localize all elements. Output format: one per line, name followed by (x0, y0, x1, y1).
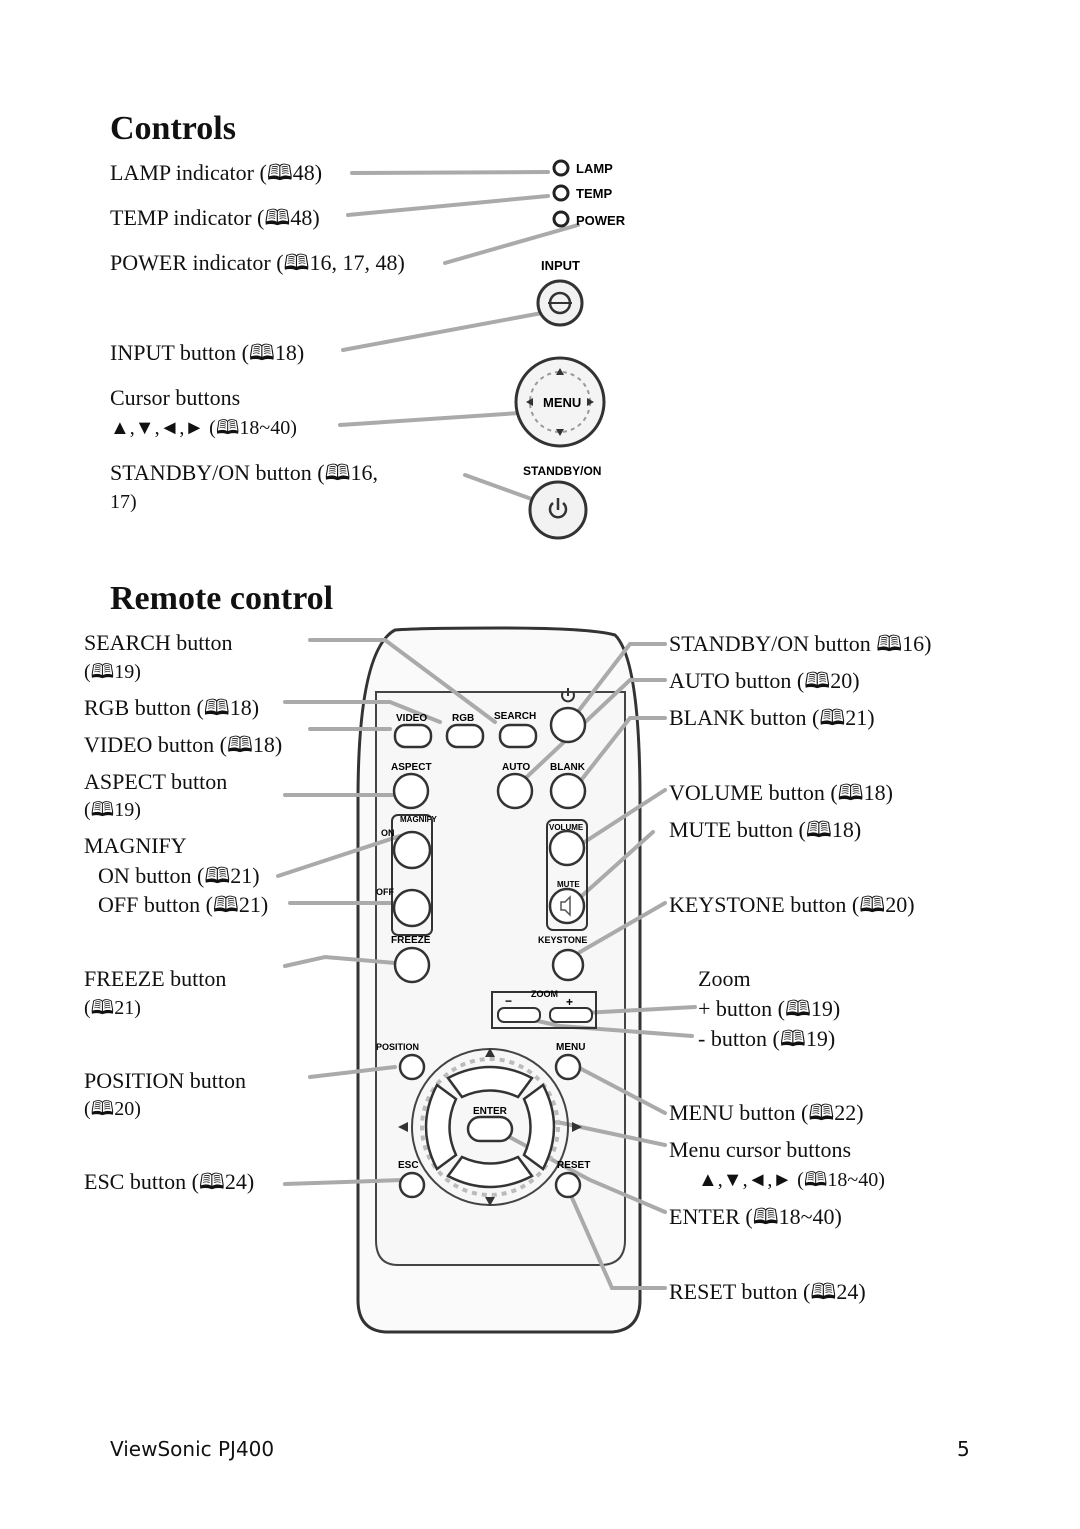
svg-text:MENU: MENU (543, 395, 581, 410)
magnify-off-label: OFF (376, 887, 394, 897)
menu-cursor-arrows-label: ▲,▼,◄,► (🕮18~40) (698, 1169, 885, 1191)
esc-key-label: ESC (398, 1160, 419, 1171)
standby-on-button-label: STANDBY/ON button 🕮16) (669, 631, 932, 656)
input-panel-label: INPUT (541, 258, 580, 273)
keystone-key-label: KEYSTONE (538, 935, 587, 945)
freeze-button-ref: (🕮21) (84, 997, 141, 1019)
search-key-label: SEARCH (494, 711, 536, 722)
svg-text:+: + (566, 995, 573, 1009)
reset-key-label: RESET (557, 1160, 590, 1171)
zoom-plus-button-label: + button (🕮19) (698, 996, 841, 1021)
temp-indicator-label: TEMP indicator (🕮48) (110, 205, 320, 230)
position-button-ref: (🕮20) (84, 1098, 141, 1120)
temp-indicator-icon: TEMP (552, 184, 612, 202)
menu-button-label: MENU button (🕮22) (669, 1100, 864, 1125)
svg-text:POWER: POWER (576, 213, 626, 228)
position-key-label: POSITION (376, 1042, 419, 1052)
aspect-button-label: ASPECT button (84, 769, 228, 794)
input-button[interactable] (536, 279, 584, 327)
rgb-key-label: RGB (452, 713, 474, 724)
video-key[interactable] (393, 723, 433, 749)
enter-key[interactable] (466, 1115, 514, 1143)
search-button-label: SEARCH button (84, 630, 233, 655)
blank-button-label: BLANK button (🕮21) (669, 705, 875, 730)
magnify-on-key[interactable] (392, 830, 432, 870)
magnify-label: MAGNIFY (84, 833, 187, 858)
menu-key[interactable] (554, 1053, 582, 1081)
reset-button-label: RESET button (🕮24) (669, 1279, 866, 1304)
lamp-indicator-label: LAMP indicator (🕮48) (110, 160, 323, 185)
cursor-pad[interactable]: MENU (514, 356, 606, 448)
blank-key[interactable] (549, 772, 587, 810)
power-indicator-icon: POWER (552, 210, 626, 228)
search-key[interactable] (498, 723, 538, 749)
volume-key-label: VOLUME (549, 823, 584, 832)
lamp-indicator-icon: LAMP (552, 159, 613, 177)
magnify-group (391, 814, 433, 936)
zoom-plus-key[interactable] (549, 1007, 593, 1023)
aspect-key[interactable] (392, 772, 430, 810)
standby-button-label: STANDBY/ON button (🕮16, (110, 460, 379, 485)
blank-key-label: BLANK (550, 762, 586, 773)
menu-key-label: MENU (556, 1042, 585, 1053)
enter-button-label: ENTER (🕮18~40) (669, 1204, 842, 1229)
auto-key[interactable] (496, 772, 534, 810)
volume-mute-group (546, 819, 588, 931)
standby-on-key[interactable] (549, 688, 587, 744)
keystone-button-label: KEYSTONE button (🕮20) (669, 892, 915, 917)
svg-text:TEMP: TEMP (576, 186, 612, 201)
footer-product: ViewSonic PJ400 (110, 1437, 275, 1461)
zoom-minus-key[interactable] (497, 1007, 541, 1023)
cursor-buttons-label: Cursor buttons (110, 385, 241, 410)
auto-button-label: AUTO button (🕮20) (669, 668, 860, 693)
remote-control-heading: Remote control (110, 580, 334, 617)
magnify-on-button-label: ON button (🕮21) (98, 863, 260, 888)
magnify-off-key[interactable] (392, 888, 432, 928)
page-number: 5 (957, 1437, 970, 1461)
freeze-button-label: FREEZE button (84, 966, 227, 991)
aspect-button-ref: (🕮19) (84, 799, 141, 821)
standby-panel-label: STANDBY/ON (523, 464, 601, 478)
freeze-key-label: FREEZE (391, 935, 431, 946)
rgb-button-label: RGB button (🕮18) (84, 695, 260, 720)
zoom-label: Zoom (698, 966, 751, 991)
magnify-on-label: ON (381, 828, 395, 838)
position-button-label: POSITION button (84, 1068, 246, 1093)
zoom-group (491, 991, 597, 1029)
cursor-buttons-arrows-label: ▲,▼,◄,► (🕮18~40) (110, 417, 297, 439)
aspect-key-label: ASPECT (391, 762, 432, 773)
input-button-label: INPUT button (🕮18) (110, 340, 305, 365)
reset-key[interactable] (554, 1171, 582, 1199)
menu-cursor-buttons-label: Menu cursor buttons (669, 1137, 852, 1162)
control-panel-illustration: LAMP TEMP POWER INPUT MENU STANDBY/ON (338, 159, 626, 540)
volume-button-label: VOLUME button (🕮18) (669, 780, 893, 805)
power-indicator-label: POWER indicator (🕮16, 17, 48) (110, 250, 405, 275)
rgb-key[interactable] (445, 723, 485, 749)
volume-key[interactable] (548, 829, 586, 867)
zoom-minus-button-label: - button (🕮19) (698, 1026, 836, 1051)
controls-heading: Controls (110, 110, 236, 147)
search-button-ref: (🕮19) (84, 661, 141, 683)
mute-button-label: MUTE button (🕮18) (669, 817, 862, 842)
standby-button-label-cont: 17) (110, 491, 137, 513)
svg-text:LAMP: LAMP (576, 161, 613, 176)
video-button-label: VIDEO button (🕮18) (84, 732, 283, 757)
menu-cursor-pad[interactable] (398, 1048, 582, 1206)
standby-on-button[interactable] (528, 480, 588, 540)
esc-button-label: ESC button (🕮24) (84, 1169, 255, 1194)
remote-control-illustration: VIDEO RGB SEARCH ASPECT AUTO BLANK MAGNI… (276, 626, 697, 1334)
keystone-key[interactable] (551, 948, 585, 982)
enter-key-label: ENTER (473, 1106, 508, 1117)
freeze-key[interactable] (393, 946, 431, 984)
video-key-label: VIDEO (396, 713, 427, 724)
esc-key[interactable] (398, 1171, 426, 1199)
mute-key-label: MUTE (557, 880, 580, 889)
mute-key[interactable] (548, 887, 586, 925)
zoom-key-label: ZOOM (531, 989, 558, 999)
magnify-key-label: MAGNIFY (400, 815, 438, 824)
svg-text:−: − (505, 994, 512, 1008)
auto-key-label: AUTO (502, 762, 530, 773)
magnify-off-button-label: OFF button (🕮21) (98, 892, 269, 917)
position-key[interactable] (398, 1053, 426, 1081)
